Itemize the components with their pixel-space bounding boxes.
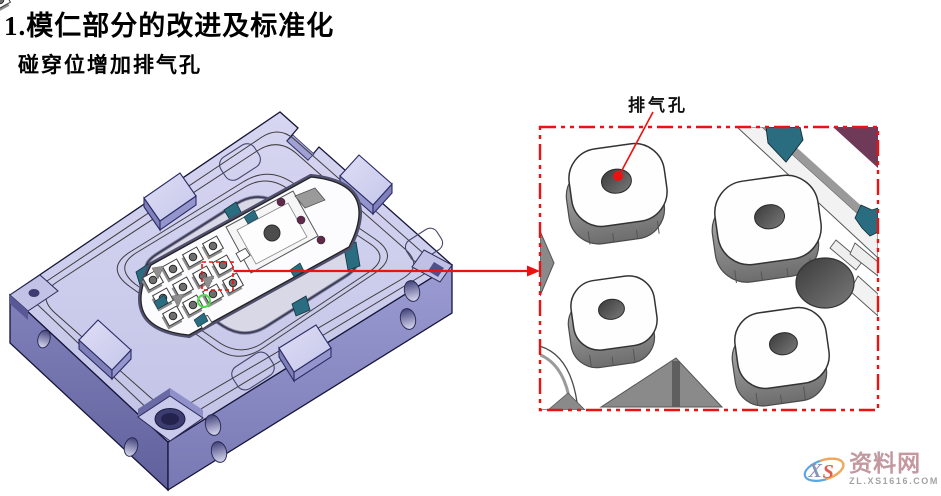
dark-circle-hole xyxy=(795,257,855,309)
page-title: 1.模仁部分的改进及标准化 xyxy=(4,11,335,41)
boss-vent-hole xyxy=(565,142,668,245)
logo-letter-s: S xyxy=(823,461,834,483)
page-subtitle: 碰穿位增加排气孔 xyxy=(18,53,202,77)
phone-screen-area xyxy=(225,187,326,274)
vent-hole xyxy=(601,168,632,194)
highlight-green-circle xyxy=(197,294,211,308)
watermark-site-url: ZL.XS1616.COM xyxy=(849,476,939,486)
corner-notch-right xyxy=(411,249,453,283)
watermark: X S 资料网 ZL.XS1616.COM xyxy=(801,444,939,494)
corner-pocket-bottom xyxy=(137,388,204,442)
maroon-corner xyxy=(833,127,878,168)
zoom-arrow xyxy=(233,265,540,277)
keypad-triangles xyxy=(151,265,215,308)
detail-content xyxy=(540,127,878,410)
boss xyxy=(731,306,830,407)
mold-plate-3d xyxy=(0,0,454,492)
side-bolt-holes xyxy=(37,280,421,463)
detail-border xyxy=(538,125,880,412)
teal-shield xyxy=(765,127,804,163)
leader-dot xyxy=(613,171,623,181)
vent-hole-callout xyxy=(613,111,654,181)
watermark-site-name: 资料网 xyxy=(849,450,922,476)
arrowhead-icon xyxy=(527,265,540,277)
corner-pocket-left xyxy=(9,274,59,320)
highlight-rect xyxy=(201,261,234,291)
logo-letter-x: X xyxy=(807,460,822,482)
boss xyxy=(567,275,658,369)
top-pocket-outline xyxy=(219,143,261,181)
xs-logo-icon: X S xyxy=(803,457,845,483)
mold-highlight xyxy=(197,261,234,308)
vent-hole-label: 排气孔 xyxy=(628,96,688,115)
detail-view xyxy=(538,125,880,412)
boss xyxy=(711,174,822,284)
